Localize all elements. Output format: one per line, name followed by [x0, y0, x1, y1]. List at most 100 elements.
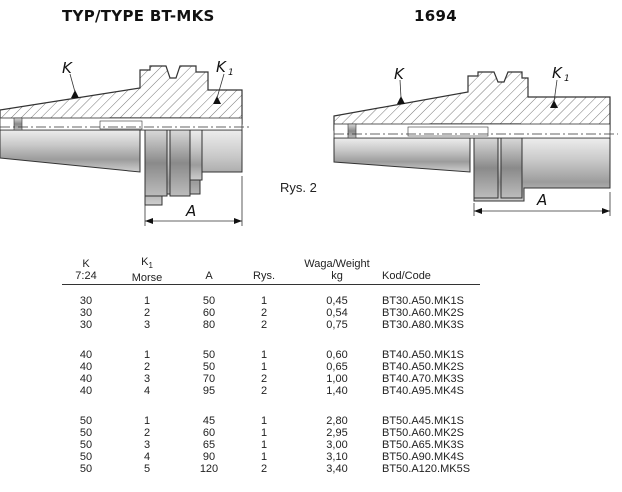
table-cell-k: 30	[79, 295, 93, 307]
table-cell-rys: 1	[260, 451, 268, 463]
table-cell-code: BT30.A50.MK1S	[382, 295, 464, 307]
column-header-rys: Rys.	[253, 270, 275, 282]
table-cell-a: 50	[202, 349, 216, 361]
table-cell-k: 50	[79, 463, 93, 475]
table-cell-k: 40	[79, 373, 93, 385]
label-a-fig2: A	[536, 191, 547, 209]
table-cell-a: 70	[202, 373, 216, 385]
column-header-code: Kod/Code	[382, 270, 431, 282]
table-cell-weight: 2,80	[326, 415, 348, 427]
table-cell-rys: 2	[260, 463, 268, 475]
table-cell-a: 60	[202, 307, 216, 319]
table-row: 50 4 90 1 3,10 BT50.A90.MK4S	[0, 451, 622, 463]
product-type-title: TYP/TYPE BT-MKS	[62, 7, 215, 25]
label-k-fig2: K	[394, 65, 405, 83]
technical-drawing: K K 1 A K K 1	[0, 58, 618, 226]
table-cell-a: 80	[202, 319, 216, 331]
table-cell-a: 95	[202, 385, 216, 397]
drawing-figure-2: K K 1 A	[333, 64, 618, 216]
table-cell-morse: 3	[143, 373, 151, 385]
label-a-fig1: A	[185, 202, 196, 220]
label-k1-fig1: K	[216, 58, 227, 76]
table-cell-rys: 2	[260, 373, 268, 385]
table-cell-weight: 0,54	[326, 307, 348, 319]
table-cell-morse: 1	[143, 349, 151, 361]
table-cell-rys: 2	[260, 385, 268, 397]
column-header-morse: K1 Morse	[131, 256, 163, 285]
table-cell-weight: 0,65	[326, 361, 348, 373]
table-cell-a: 90	[202, 451, 216, 463]
table-cell-a: 50	[202, 295, 216, 307]
table-cell-rys: 2	[260, 307, 268, 319]
label-k1-fig2: K	[552, 64, 563, 82]
table-cell-morse: 2	[143, 427, 151, 439]
table-cell-code: BT50.A120.MK5S	[382, 463, 471, 475]
catalog-number: 1694	[414, 7, 457, 25]
table-cell-k: 40	[79, 361, 93, 373]
table-cell-code: BT50.A90.MK4S	[382, 451, 464, 463]
table-cell-rys: 1	[260, 439, 268, 451]
table-cell-k: 50	[79, 451, 93, 463]
table-cell-a: 50	[202, 361, 216, 373]
table-row: 40 2 50 1 0,65 BT40.A50.MK2S	[0, 361, 622, 373]
table-cell-weight: 3,00	[326, 439, 348, 451]
table-cell-morse: 2	[143, 307, 151, 319]
table-cell-morse: 4	[143, 451, 151, 463]
table-row: 50 3 65 1 3,00 BT50.A65.MK3S	[0, 439, 622, 451]
table-cell-morse: 1	[143, 295, 151, 307]
table-cell-weight: 1,40	[326, 385, 348, 397]
table-row: 30 2 60 2 0,54 BT30.A60.MK2S	[0, 307, 622, 319]
table-cell-code: BT50.A65.MK3S	[382, 439, 464, 451]
table-cell-weight: 0,60	[326, 349, 348, 361]
table-cell-k: 30	[79, 319, 93, 331]
table-cell-k: 50	[79, 439, 93, 451]
table-cell-a: 45	[202, 415, 216, 427]
table-row: 30 1 50 1 0,45 BT30.A50.MK1S	[0, 295, 622, 307]
table-cell-morse: 1	[143, 415, 151, 427]
table-cell-weight: 0,45	[326, 295, 348, 307]
table-cell-code: BT40.A70.MK3S	[382, 373, 464, 385]
table-cell-rys: 1	[260, 415, 268, 427]
figure-caption-rys2: Rys. 2	[280, 180, 317, 195]
table-cell-a: 65	[202, 439, 216, 451]
table-cell-code: BT50.A60.MK2S	[382, 427, 464, 439]
table-cell-weight: 3,10	[326, 451, 348, 463]
table-cell-morse: 3	[143, 439, 151, 451]
drawing-figure-1: K K 1 A	[0, 58, 252, 226]
table-row: 40 3 70 2 1,00 BT40.A70.MK3S	[0, 373, 622, 385]
table-cell-k: 40	[79, 385, 93, 397]
table-cell-weight: 1,00	[326, 373, 348, 385]
table-cell-rys: 1	[260, 295, 268, 307]
table-cell-code: BT30.A60.MK2S	[382, 307, 464, 319]
table-cell-k: 50	[79, 415, 93, 427]
table-row: 40 1 50 1 0,60 BT40.A50.MK1S	[0, 349, 622, 361]
table-cell-k: 30	[79, 307, 93, 319]
column-header-a: A	[205, 270, 213, 282]
label-k1-sub-fig1: 1	[228, 68, 234, 78]
table-cell-code: BT40.A50.MK1S	[382, 349, 464, 361]
label-k-fig1: K	[62, 59, 73, 77]
table-cell-rys: 1	[260, 361, 268, 373]
table-cell-weight: 0,75	[326, 319, 348, 331]
table-cell-rys: 1	[260, 427, 268, 439]
table-cell-morse: 4	[143, 385, 151, 397]
table-row: 40 4 95 2 1,40 BT40.A95.MK4S	[0, 385, 622, 397]
table-header-divider	[62, 284, 480, 285]
table-cell-a: 60	[202, 427, 216, 439]
table-cell-code: BT50.A45.MK1S	[382, 415, 464, 427]
table-cell-code: BT40.A95.MK4S	[382, 385, 464, 397]
table-cell-code: BT40.A50.MK2S	[382, 361, 464, 373]
table-cell-k: 40	[79, 349, 93, 361]
table-cell-morse: 5	[143, 463, 151, 475]
column-header-k: K 7:24	[75, 258, 97, 282]
table-cell-code: BT30.A80.MK3S	[382, 319, 464, 331]
table-cell-rys: 1	[260, 349, 268, 361]
column-header-weight: Waga/Weight kg	[304, 258, 370, 282]
table-cell-morse: 3	[143, 319, 151, 331]
table-cell-weight: 2,95	[326, 427, 348, 439]
table-cell-morse: 2	[143, 361, 151, 373]
table-cell-a: 120	[199, 463, 219, 475]
